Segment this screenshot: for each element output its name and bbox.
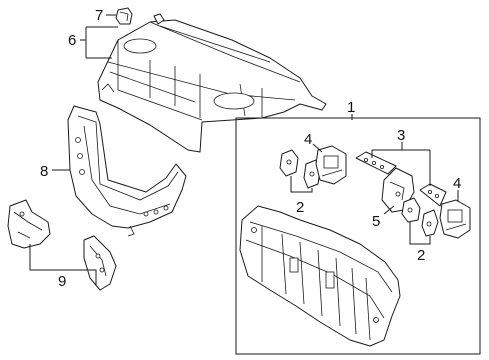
bracket-left xyxy=(7,199,51,249)
callout-3: 3 xyxy=(397,127,405,144)
reinforcement-strip-lower xyxy=(419,183,447,207)
callout-2-upper: 2 xyxy=(296,199,304,216)
bracket-pair-lower xyxy=(401,197,439,237)
hinge-bracket-right xyxy=(439,199,471,239)
callout-6: 6 xyxy=(68,32,76,49)
tray-clip xyxy=(115,7,165,25)
rear-panel-assembly-frame xyxy=(235,117,481,355)
callout-5: 5 xyxy=(372,213,380,230)
package-tray-panel xyxy=(97,19,327,153)
leader-lines xyxy=(29,14,459,286)
callout-4-right: 4 xyxy=(453,175,461,192)
callout-9: 9 xyxy=(58,273,66,290)
panel-reinforcement xyxy=(67,105,187,237)
speaker-hole-left xyxy=(123,38,157,54)
bracket-right xyxy=(83,235,117,291)
rear-body-panel xyxy=(239,205,401,347)
reinforcement-strip-upper xyxy=(355,151,397,175)
bracket-pair-upper xyxy=(279,149,321,189)
callout-4-left: 4 xyxy=(304,131,312,148)
hinge-bracket-left xyxy=(315,145,347,185)
callout-1: 1 xyxy=(347,99,355,116)
callout-7: 7 xyxy=(95,7,103,24)
callout-2-lower: 2 xyxy=(417,247,425,264)
speaker-hole-right xyxy=(213,92,255,110)
callout-8: 8 xyxy=(40,163,48,180)
